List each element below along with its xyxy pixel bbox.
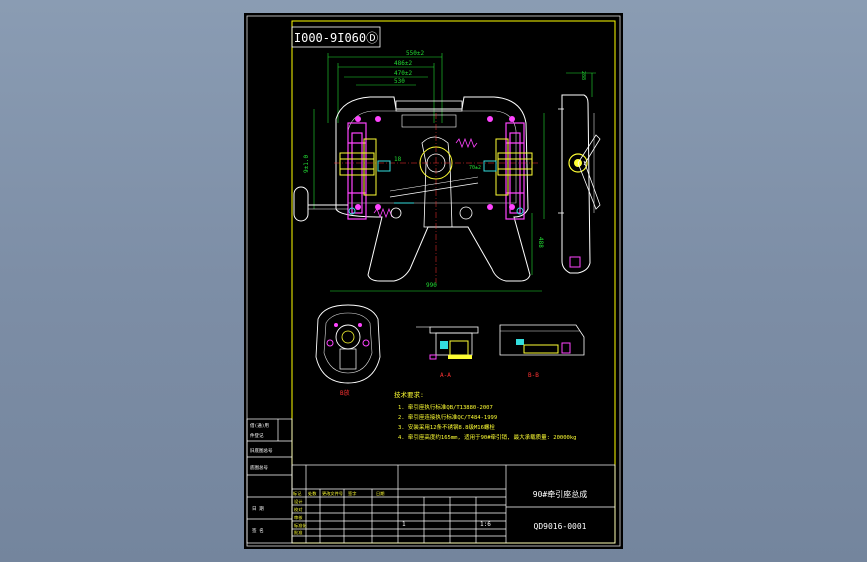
role-5: 批准 [294,529,302,536]
note-1: 1. 牵引座执行标准QB/T13880-2007 [398,403,493,411]
left-stamp-column [246,418,293,544]
label-plan: B放 [340,389,350,397]
cad-drawing: I000-9I060Ⓓ 550±2 486±2 470±2 530 9±1.0 [246,15,621,547]
drawing-number: QD9016-0001 [534,522,587,531]
role-2: 校对 [294,506,302,513]
qty-value: 1 [402,521,406,528]
role-1: 设计 [294,498,302,505]
top-dimensions [327,53,443,123]
role-3: 审核 [294,514,303,521]
dim-left: 9±1.0 [303,155,310,173]
title-block [291,464,616,544]
role-4: 标准化 [294,522,307,529]
section-a-a: A-A [416,326,479,379]
drawing-name: 90#牵引座总成 [533,489,587,499]
dim-486: 486±2 [394,60,412,67]
saddle-outline [335,96,531,282]
label-a-a: A-A [440,372,451,379]
dim-center: 70±2 [469,165,481,171]
scale-value: 1:6 [480,521,491,528]
rev-head-4: 签字 [348,490,356,496]
rev-head-1: 标记 [293,490,302,497]
technical-notes: 技术要求: 1. 牵引座执行标准QB/T13880-2007 2. 牵引座连接执… [394,390,576,441]
dim-side-top: 288 [580,71,586,80]
outer-border [246,15,621,547]
rev-head-2: 处数 [308,490,317,497]
stamp-label-1: 借(通)用 [250,422,269,429]
rev-head-5: 日期 [376,491,384,497]
detail-plan-view: B放 [315,304,381,397]
dim-488: 488 [537,237,544,248]
drawing-sheet: I000-9I060Ⓓ 550±2 486±2 470±2 530 9±1.0 [244,13,623,549]
stamp-label-5: 日 期 [252,506,264,512]
side-view: 288 [558,71,601,274]
dim-990: 990 [426,282,437,289]
note-2: 2. 牵引座连接执行标准QC/T484-1999 [398,413,497,421]
notes-heading: 技术要求: [394,390,424,399]
rev-head-3: 更改文件号 [322,490,343,497]
dim-18: 18 [394,156,402,163]
dim-530: 530 [394,78,405,85]
dim-550: 550±2 [406,50,424,57]
stamp-label-6: 签 名 [252,527,264,534]
note-3: 3. 安装采用12条不锈钢8.8级M16螺栓 [398,423,495,431]
stamp-label-2: 件登记 [250,432,264,439]
section-b-b: B-B [499,324,585,379]
label-b-b: B-B [528,372,539,379]
stamp-label-4: 底图总号 [250,464,268,471]
title-stamp: I000-9I060Ⓓ [294,31,378,45]
note-4: 4. 牵引座高度约165mm, 适用于90#牵引销, 最大承载质量: 20000… [398,433,576,441]
stamp-box [291,26,381,48]
main-plan-view: 550±2 486±2 470±2 530 9±1.0 [293,50,545,292]
dim-470: 470±2 [394,70,412,77]
stamp-label-3: 旧底图总号 [250,447,273,454]
